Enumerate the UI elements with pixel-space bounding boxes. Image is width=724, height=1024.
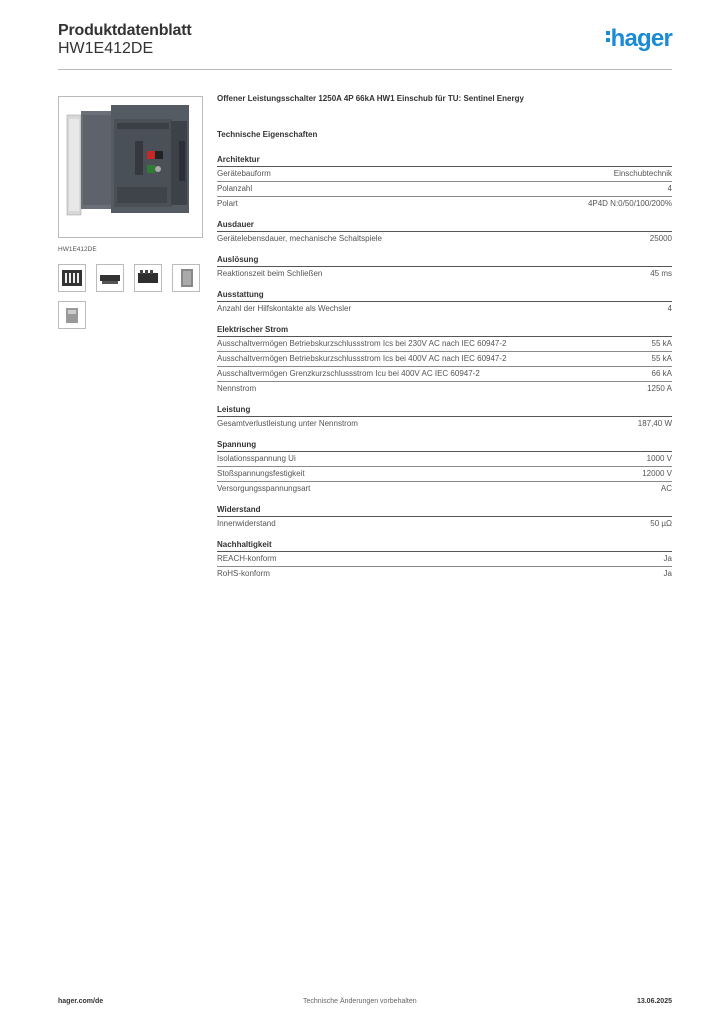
property-row: Reaktionszeit beim Schließen 45 ms — [217, 266, 672, 281]
property-value: 4 — [667, 304, 672, 313]
logo-text: hager — [610, 25, 673, 52]
product-code: HW1E412DE — [58, 40, 154, 57]
property-row: Polanzahl 4 — [217, 181, 672, 196]
image-gallery: HW1E412DE — [58, 96, 203, 329]
product-title: Offener Leistungsschalter 1250A 4P 66kA … — [217, 94, 524, 103]
logo-dots-icon — [605, 31, 611, 45]
property-value: 45 ms — [650, 269, 672, 278]
thumbnail-front-view[interactable] — [58, 264, 86, 292]
property-row: Stoßspannungsfestigkeit 12000 V — [217, 466, 672, 481]
circuit-breaker-image — [66, 105, 189, 216]
property-row: REACH-konform Ja — [217, 551, 672, 566]
group-title: Widerstand — [217, 505, 261, 514]
property-label: Gerätelebensdauer, mechanische Schaltspi… — [217, 234, 382, 243]
property-row: Anzahl der Hilfskontakte als Wechsler 4 — [217, 301, 672, 316]
thumbnail-rear-view[interactable] — [134, 264, 162, 292]
property-row: Ausschaltvermögen Betriebskurzschlussstr… — [217, 351, 672, 366]
page-header: Produktdatenblatt HW1E412DE hager — [58, 21, 673, 69]
property-row: Ausschaltvermögen Grenzkurzschlussstrom … — [217, 366, 672, 381]
image-caption: HW1E412DE — [58, 246, 97, 253]
property-row: Isolationsspannung Ui 1000 V — [217, 451, 672, 466]
breaker-module-icon — [66, 308, 78, 323]
group-title: Spannung — [217, 440, 257, 449]
section-heading: Technische Eigenschaften — [217, 130, 318, 139]
property-label: RoHS-konform — [217, 569, 270, 578]
property-value: 4 — [667, 184, 672, 193]
property-row: Versorgungsspannungsart AC — [217, 481, 672, 496]
group-title: Ausdauer — [217, 220, 254, 229]
group-title: Auslösung — [217, 255, 259, 264]
breaker-front-icon — [62, 270, 82, 286]
property-row: Nennstrom 1250 A — [217, 381, 672, 396]
property-label: Reaktionszeit beim Schließen — [217, 269, 323, 278]
property-label: Stoßspannungsfestigkeit — [217, 469, 305, 478]
property-row: Gesamtverlustleistung unter Nennstrom 187… — [217, 416, 672, 431]
property-label: Polanzahl — [217, 184, 253, 193]
property-value: AC — [660, 484, 672, 493]
property-label: REACH-konform — [217, 554, 277, 563]
property-value: 1000 V — [646, 454, 672, 463]
property-label: Versorgungsspannungsart — [217, 484, 311, 493]
property-label: Gesamtverlustleistung unter Nennstrom — [217, 419, 358, 428]
property-value: Ja — [663, 569, 672, 578]
property-label: Isolationsspannung Ui — [217, 454, 296, 463]
datasheet-content: Offener Leistungsschalter 1250A 4P 66kA … — [217, 94, 672, 578]
footer-date: 13.06.2025 — [636, 998, 672, 1005]
property-value: 55 kA — [651, 354, 672, 363]
property-row: Gerätebauform Einschubtechnik — [217, 166, 672, 181]
group-title: Nachhaltigkeit — [217, 540, 272, 549]
property-value: 66 kA — [651, 369, 672, 378]
property-value: 1250 A — [647, 384, 672, 393]
property-value: 187,40 W — [637, 419, 672, 428]
property-row: Polart 4P4D N:0/50/100/200% — [217, 196, 672, 211]
property-label: Ausschaltvermögen Grenzkurzschlussstrom … — [217, 369, 480, 378]
breaker-side-icon — [181, 269, 193, 287]
breaker-rear-icon — [138, 270, 158, 283]
hager-logo[interactable]: hager — [605, 25, 673, 52]
property-value: Ja — [663, 554, 672, 563]
thumbnail-top-view[interactable] — [96, 264, 124, 292]
property-value: 12000 V — [642, 469, 672, 478]
property-value: 25000 — [649, 234, 672, 243]
header-divider — [58, 69, 672, 70]
property-label: Gerätebauform — [217, 169, 271, 178]
property-row: RoHS-konform Ja — [217, 566, 672, 581]
property-row: Gerätelebensdauer, mechanische Schaltspi… — [217, 231, 672, 246]
property-value: 50 µΩ — [650, 519, 672, 528]
property-label: Polart — [217, 199, 238, 208]
footer-note: Technische Änderungen vorbehalten — [303, 998, 417, 1005]
thumbnail-module-view[interactable] — [58, 301, 86, 329]
property-value: 55 kA — [651, 339, 672, 348]
group-title: Leistung — [217, 405, 251, 414]
property-label: Ausschaltvermögen Betriebskurzschlussstr… — [217, 339, 507, 348]
property-value: 4P4D N:0/50/100/200% — [587, 199, 672, 208]
document-title: Produktdatenblatt — [58, 22, 192, 39]
product-main-image[interactable] — [58, 96, 203, 238]
property-label: Innenwiderstand — [217, 519, 276, 528]
thumbnail-side-view[interactable] — [172, 264, 200, 292]
property-label: Nennstrom — [217, 384, 257, 393]
footer-url[interactable]: hager.com/de — [58, 998, 104, 1005]
group-title: Elektrischer Strom — [217, 325, 289, 334]
property-row: Innenwiderstand 50 µΩ — [217, 516, 672, 531]
property-label: Anzahl der Hilfskontakte als Wechsler — [217, 304, 352, 313]
group-title: Architektur — [217, 155, 260, 164]
breaker-top-icon — [100, 275, 120, 284]
property-value: Einschubtechnik — [613, 169, 672, 178]
page-footer: hager.com/de Technische Änderungen vorbe… — [58, 998, 672, 1010]
property-label: Ausschaltvermögen Betriebskurzschlussstr… — [217, 354, 507, 363]
property-row: Ausschaltvermögen Betriebskurzschlussstr… — [217, 336, 672, 351]
group-title: Ausstattung — [217, 290, 264, 299]
